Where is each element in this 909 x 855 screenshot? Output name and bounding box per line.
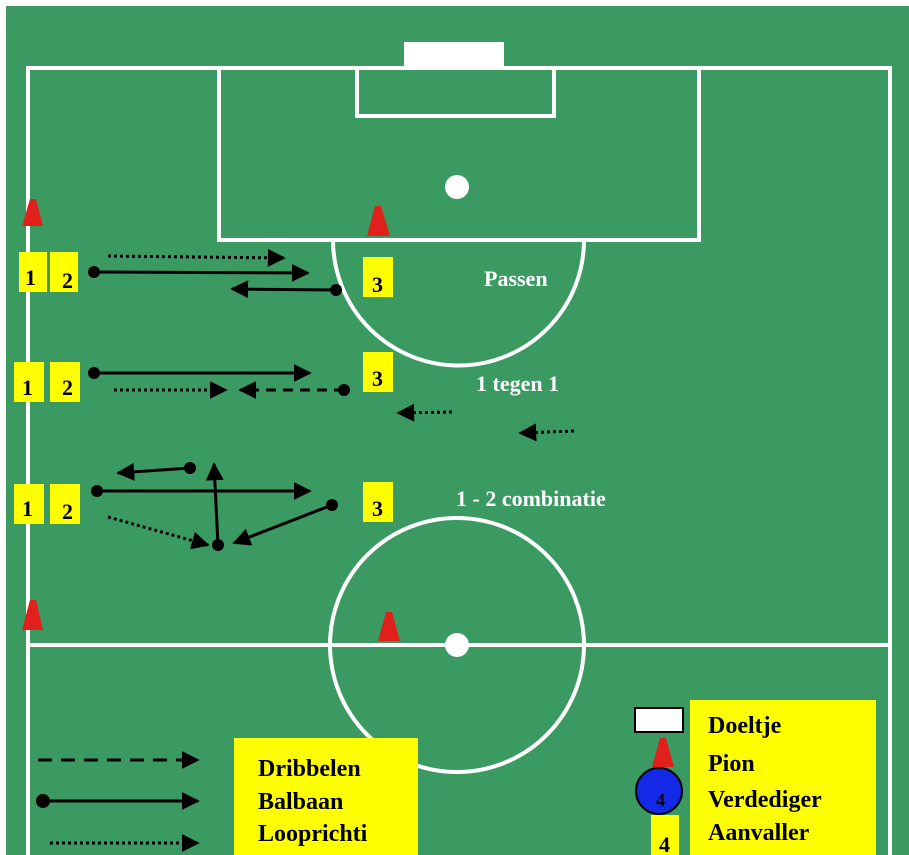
legend-label-looprichting: Looprichti [258,821,368,847]
player-box [50,362,80,402]
cone-icon [367,206,390,236]
player-box [50,252,78,292]
cone-icon [22,600,43,630]
cone-icon [22,199,43,226]
player-box [14,484,44,524]
player-number: 2 [62,268,73,293]
player-number: 3 [372,272,383,297]
player-number: 1 [22,375,33,400]
center-spot [445,633,469,657]
pass-arrow [205,462,224,546]
drill-title: Passen [484,266,548,291]
player-box [363,482,393,522]
drill-1-tegen-1: 1 2 3 1 tegen 1 [14,352,575,442]
legend-label-verdediger: Verdediger [708,787,822,813]
player-number: 3 [372,366,383,391]
running-arrow [107,515,210,550]
legend-label-pion: Pion [708,751,755,777]
player-box [50,484,80,524]
player-number: 3 [372,496,383,521]
drill-passen: 1 2 3 Passen [19,248,548,299]
legend-box [690,700,876,855]
pass-arrow [116,462,191,481]
penalty-spot [445,175,469,199]
player-number: 2 [62,499,73,524]
legend-attacker-box [651,815,679,855]
player-number: 1 [22,496,33,521]
legend-defender-icon [635,767,683,815]
legend-box [234,738,418,855]
player-number: 2 [62,375,73,400]
legend-lines: Dribbelen Balbaan Looprichti [36,738,418,855]
legend-attacker-number: 4 [659,832,670,855]
legend-symbols: 4 4 Doeltje Pion Verdediger Aanvaller [634,700,876,855]
cones [22,199,400,641]
drill-1-2-combinatie: 1 2 3 1 - 2 combinatie [14,462,606,551]
running-arrow [107,248,286,267]
legend-label-dribbelen: Dribbelen [258,756,361,782]
drill-title: 1 tegen 1 [476,371,559,396]
legend-label-doeltje: Doeltje [708,713,782,739]
legend-label-aanvaller: Aanvaller [708,820,810,846]
goal [404,42,504,68]
player-box [14,362,44,402]
pass-arrow [230,280,337,299]
drill-title: 1 - 2 combinatie [456,486,606,511]
legend-defender-number: 4 [656,790,665,810]
player-number: 1 [25,265,36,290]
center-circle [328,516,586,774]
legend-label-balbaan: Balbaan [258,789,343,815]
player-box [363,352,393,392]
penalty-arc [331,239,586,368]
player-box [363,257,393,297]
player-box [19,252,47,292]
cone-icon [378,612,400,641]
pass-arrow [93,263,310,282]
legend-cone-icon [652,738,674,767]
pass-arrow [232,503,333,546]
legend-goal-icon [634,707,684,733]
